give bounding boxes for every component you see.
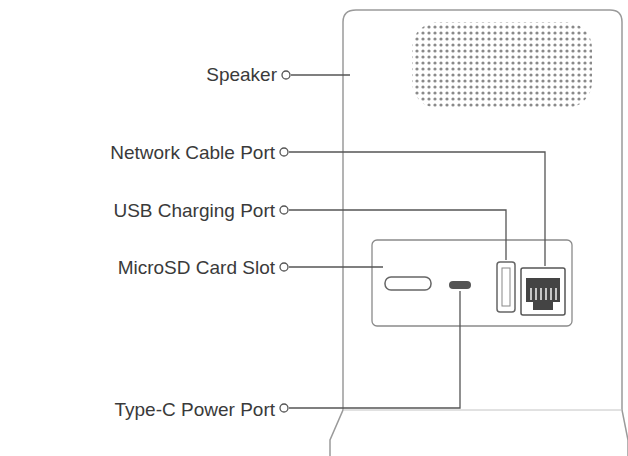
type-c-port — [449, 281, 471, 289]
network-port-pins — [531, 288, 556, 300]
usb-port — [497, 262, 515, 312]
part-label: USB Charging Port — [113, 200, 275, 222]
leader-line — [291, 74, 350, 75]
housing-edge — [343, 410, 622, 411]
port-panel — [372, 240, 572, 326]
leader-line — [289, 152, 545, 266]
leader-line — [289, 291, 460, 408]
leader-dot — [280, 206, 288, 214]
part-label: Network Cable Port — [110, 142, 275, 164]
microsd-slot — [385, 277, 431, 290]
part-label: MicroSD Card Slot — [118, 257, 275, 279]
leader-dot — [280, 263, 288, 271]
leader-dots — [280, 71, 290, 412]
leader-dot — [282, 71, 290, 79]
network-port — [521, 268, 565, 315]
part-label: Speaker — [206, 64, 277, 86]
usb-port-tongue — [502, 268, 510, 306]
speaker-grille — [412, 22, 592, 108]
network-port-socket — [526, 278, 560, 310]
leader-dot — [280, 404, 288, 412]
part-label: Type-C Power Port — [115, 399, 276, 421]
leader-lines — [289, 75, 545, 408]
leader-dot — [280, 148, 288, 156]
leader-line — [289, 210, 506, 260]
device-housing — [330, 10, 628, 456]
leader-line — [289, 266, 383, 267]
